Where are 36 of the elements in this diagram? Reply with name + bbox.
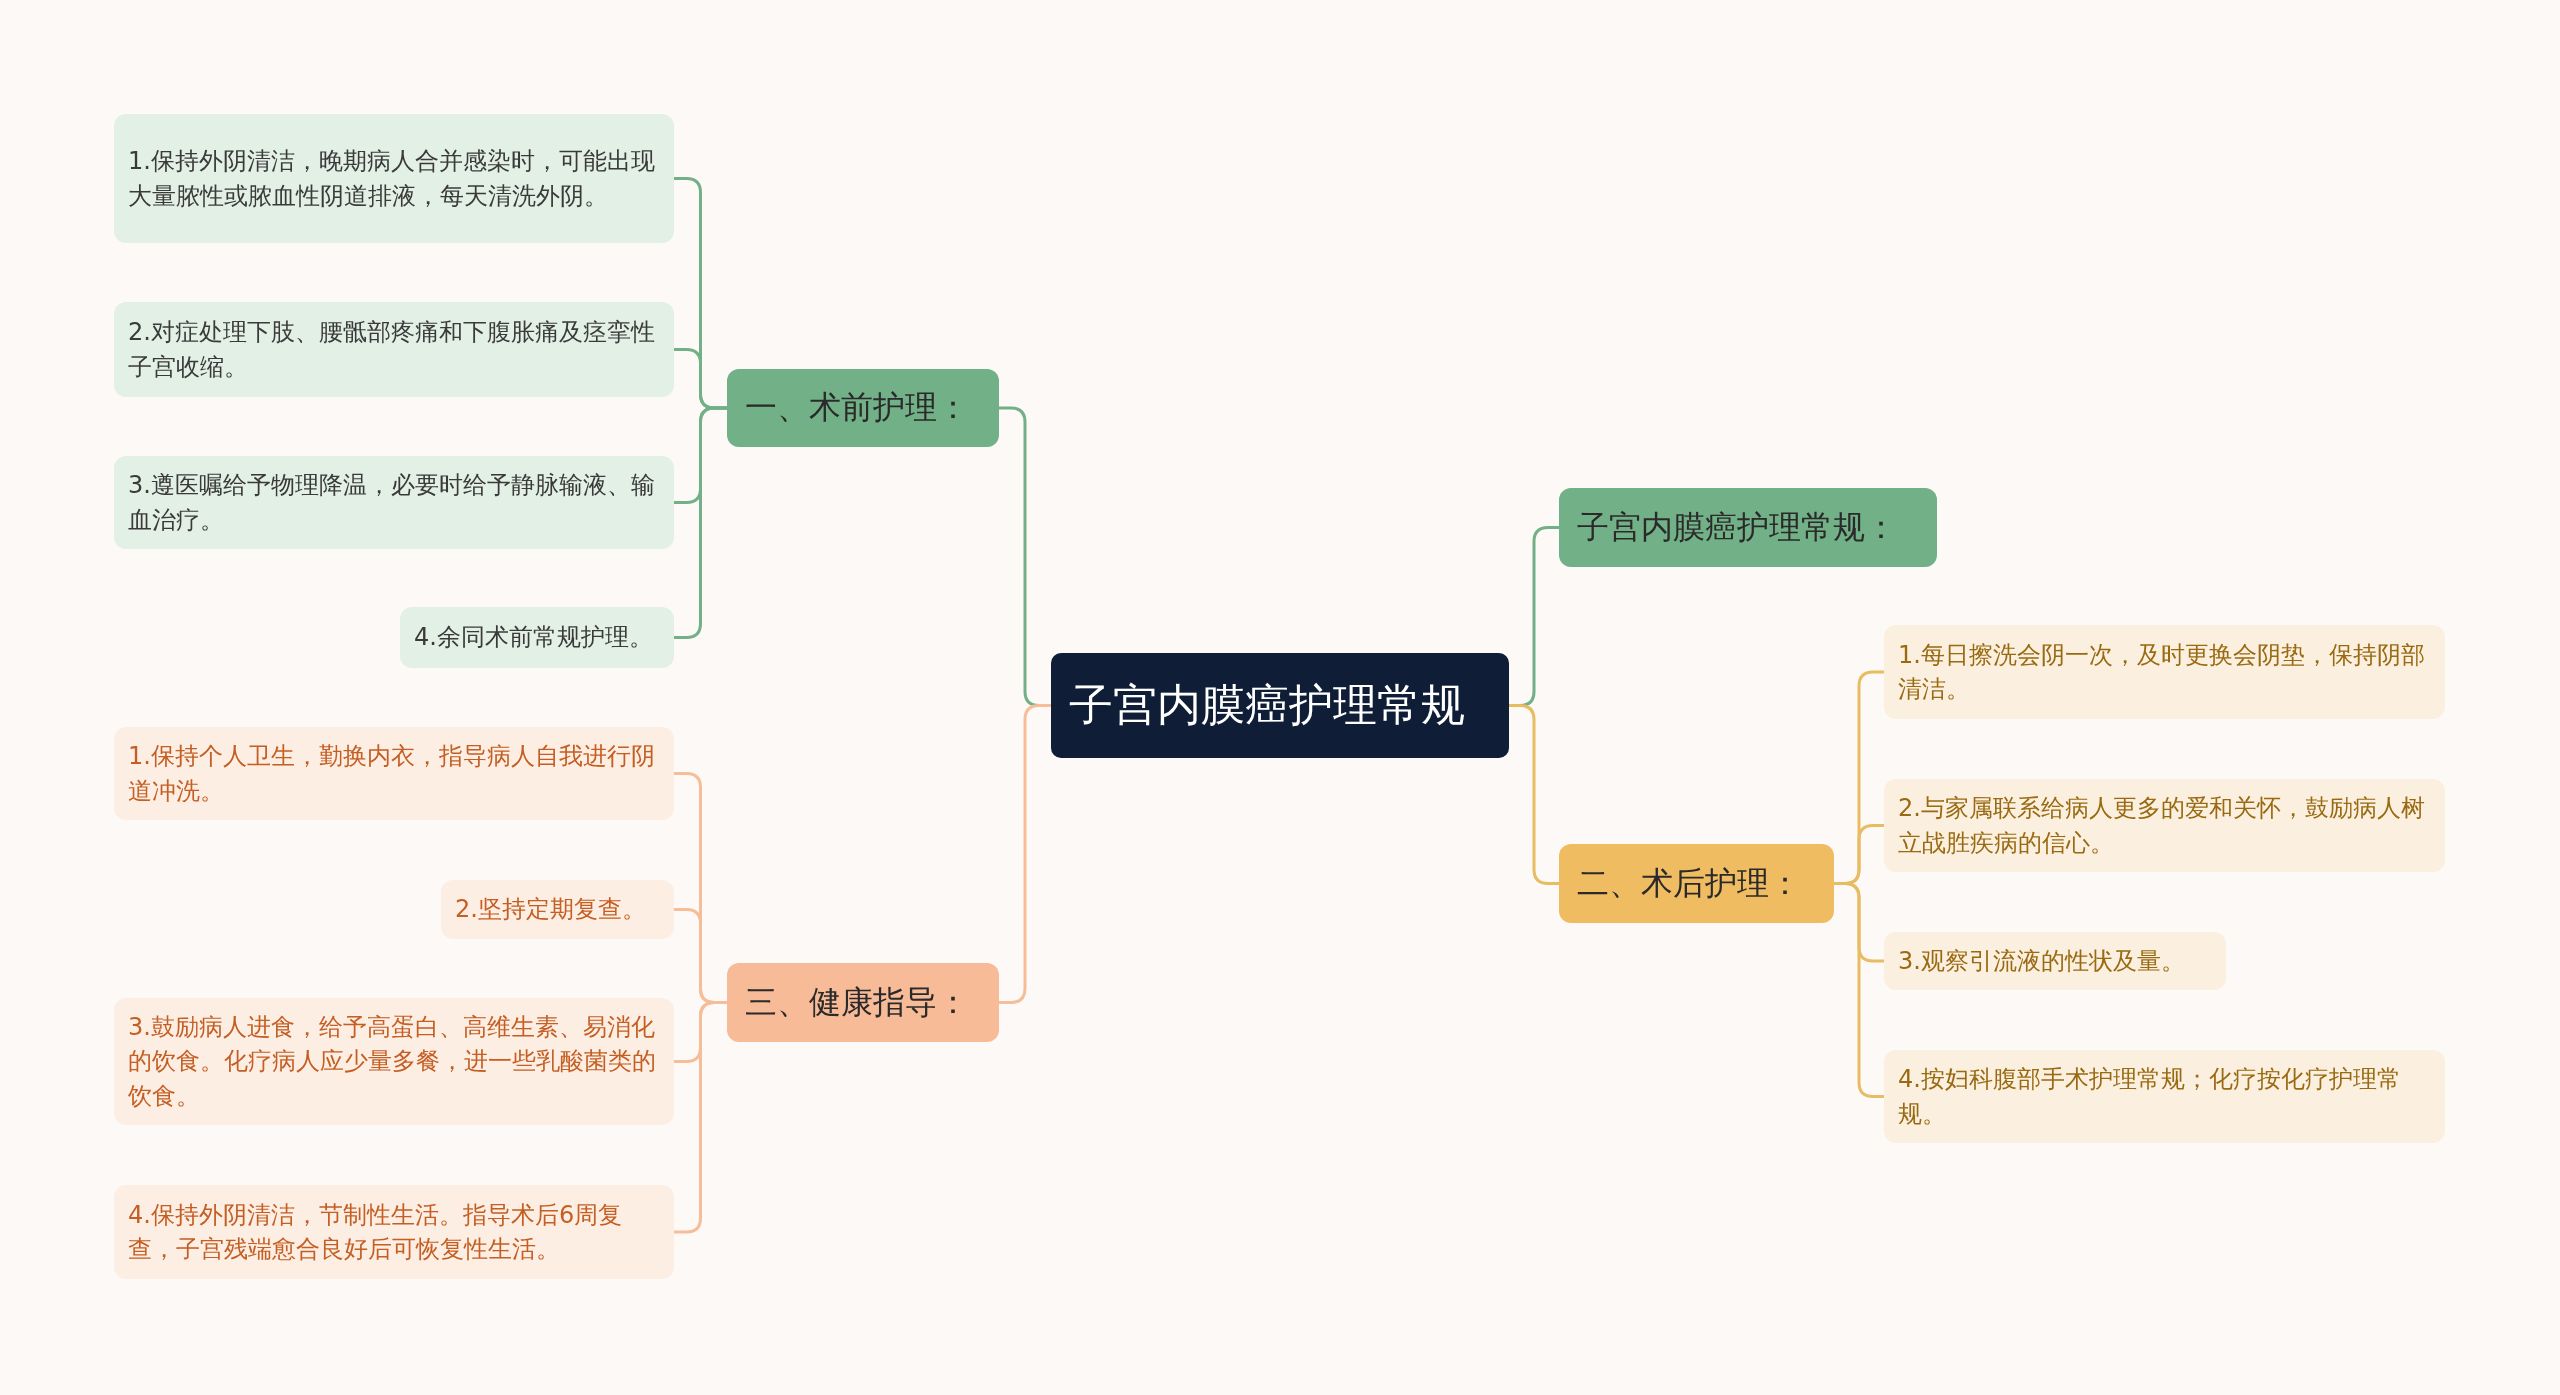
subtopic-card — [114, 727, 674, 820]
topic-text: 4.余同术前常规护理。 — [414, 622, 653, 654]
subtopic-card — [1884, 779, 2445, 872]
topic-text: 4.按妇科腹部手术护理常规；化疗按化疗护理常规。 — [1898, 1064, 2402, 1130]
topic-text: 二、术后护理： — [1577, 862, 1801, 904]
subtopic-card — [114, 1185, 674, 1279]
subtopic-card — [1884, 625, 2445, 719]
subtopic-card — [441, 880, 674, 939]
topic-text: 1.每日擦洗会阴一次，及时更换会阴垫，保持阴部清洁。 — [1898, 639, 2426, 705]
subtopic-card — [114, 302, 674, 397]
subtopic-card — [1884, 1050, 2445, 1143]
topic-text: 2.坚持定期复查。 — [455, 894, 646, 926]
topic-text: 1.保持个人卫生，勤换内衣，指导病人自我进行阴道冲洗。 — [128, 741, 656, 807]
subtopic-card — [114, 114, 674, 243]
topic-text: 2.与家属联系给病人更多的爱和关怀，鼓励病人树立战胜疾病的信心。 — [1898, 793, 2426, 859]
subtopic-card — [1884, 932, 2226, 990]
topic-text: 子宫内膜癌护理常规 — [1069, 678, 1465, 733]
topic-text: 三、健康指导： — [745, 981, 969, 1023]
subtopic-card — [114, 998, 674, 1125]
subtopic-card — [400, 607, 674, 668]
topic-text: 2.对症处理下肢、腰骶部疼痛和下腹胀痛及痉挛性子宫收缩。 — [128, 317, 656, 383]
branch-topic — [727, 369, 999, 447]
branch-topic — [1559, 844, 1834, 923]
topic-text: 3.观察引流液的性状及量。 — [1898, 945, 2185, 977]
topic-text: 1.保持外阴清洁，晚期病人合并感染时，可能出现大量脓性或脓血性阴道排液，每天清洗外阴。 — [128, 146, 656, 212]
topic-text: 3.鼓励病人进食，给予高蛋白、高维生素、易消化的饮食。化疗病人应少量多餐，进一些乳酸菌类的饮食。 — [128, 1012, 657, 1112]
topic-text: 一、术前护理： — [745, 387, 969, 429]
connector-line — [1834, 882, 1884, 1098]
subtopic-card — [114, 456, 674, 549]
central-topic — [1051, 653, 1509, 758]
topic-text: 3.遵医嘱给予物理降温，必要时给予静脉输液、输血治疗。 — [128, 470, 656, 536]
branch-topic — [727, 963, 999, 1042]
connector-line — [1509, 704, 1559, 885]
branch-topic — [1559, 488, 1937, 567]
topic-text: 4.保持外阴清洁，节制性生活。指导术后6周复查，子宫残端愈合良好后可恢复性生活。 — [128, 1199, 624, 1265]
topic-text: 子宫内膜癌护理常规： — [1577, 506, 1897, 548]
